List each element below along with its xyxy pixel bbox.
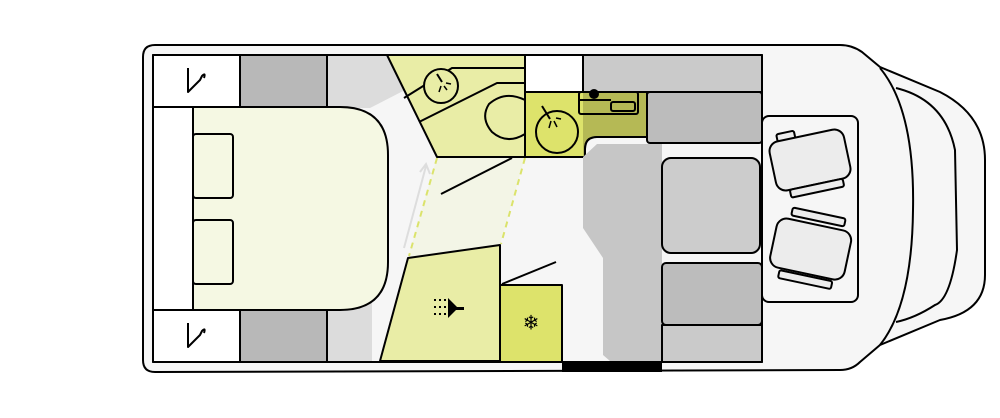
floor-strip-top (328, 56, 405, 108)
cabinet-bottom (239, 309, 328, 363)
hanger-icon (187, 68, 206, 93)
wardrobe-top[interactable] (152, 54, 241, 108)
pillow (192, 133, 234, 199)
driver-seat[interactable] (768, 128, 853, 199)
bed-headboard (152, 106, 194, 311)
wardrobe-bottom[interactable] (152, 309, 241, 363)
kitchen-sink[interactable] (535, 110, 579, 154)
side-cabinet (646, 91, 763, 144)
kitchen-hob (583, 93, 646, 156)
cabinet-top (239, 54, 328, 108)
tap-icon (541, 105, 562, 129)
hanger-icon (187, 323, 206, 348)
bench-seat[interactable] (661, 262, 763, 326)
snowflake-icon: ❄ (523, 311, 540, 335)
entry-arrow-icon (403, 161, 431, 249)
kitchen-window (524, 54, 584, 93)
shower-icon (434, 298, 464, 318)
tap-icon (436, 73, 452, 93)
floor-strip-bottom (328, 300, 372, 361)
drain-icon (589, 89, 599, 99)
windshield-inner (895, 87, 958, 323)
toilet[interactable] (484, 94, 526, 140)
kitchen-counter-edge (525, 92, 648, 158)
dinette-floor (583, 144, 662, 361)
bathroom-door[interactable] (440, 157, 513, 195)
passenger-seat[interactable] (768, 206, 853, 290)
entrance-door[interactable] (562, 362, 662, 372)
bed[interactable] (192, 106, 389, 311)
shower-door[interactable] (501, 261, 557, 285)
bathroom-door-right-edge (500, 157, 526, 245)
bathroom-counter (403, 67, 525, 99)
windshield (879, 67, 915, 346)
bathroom-door-left-edge (408, 157, 438, 257)
fridge[interactable] (499, 284, 563, 363)
bench-base (661, 324, 763, 363)
bathroom-floor (408, 157, 525, 258)
overhead-cabinet (582, 54, 763, 93)
drainer (610, 101, 636, 112)
pillow (192, 219, 234, 285)
sink-basin[interactable] (578, 91, 639, 115)
bathroom-shelf (418, 82, 525, 123)
dinette-table[interactable] (661, 157, 761, 254)
